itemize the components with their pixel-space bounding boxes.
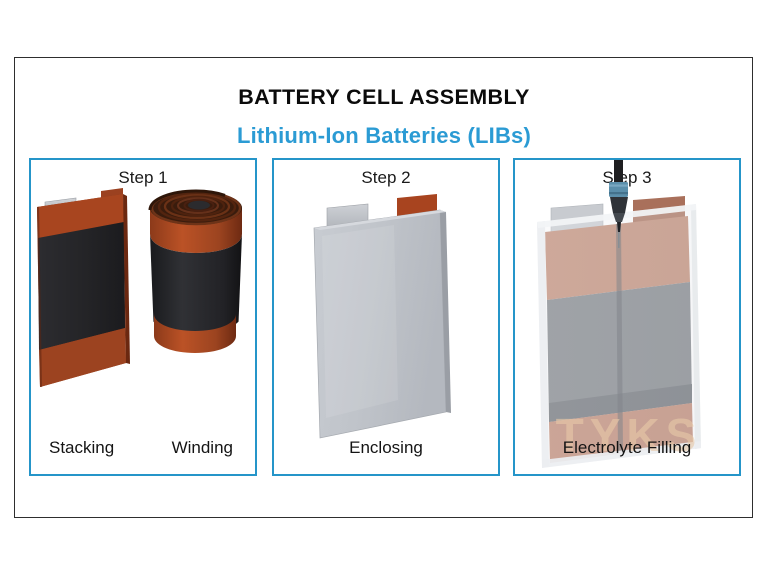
transparent-cell-graphic: [537, 196, 701, 468]
panel-step-1[interactable]: Step 1: [29, 158, 257, 476]
watermark: TYKS: [555, 409, 703, 461]
step-1-artwork: [31, 160, 255, 474]
panel-step-3[interactable]: Step 3: [513, 158, 741, 476]
panel-step-2[interactable]: Step 2: [272, 158, 500, 476]
caption-winding: Winding: [171, 438, 233, 457]
page-subtitle: Lithium-Ion Batteries (LIBs): [236, 123, 532, 148]
caption-electrolyte-filling: Electrolyte Filling: [562, 438, 692, 457]
caption-stacking: Stacking: [49, 438, 115, 457]
injection-nozzle-graphic: [609, 160, 628, 248]
step-2-artwork: [274, 160, 498, 474]
page-title: BATTERY CELL ASSEMBLY: [238, 85, 530, 109]
caption-enclosing: Enclosing: [349, 438, 423, 457]
wound-jellyroll-graphic: [148, 189, 242, 353]
step-3-artwork: [515, 160, 739, 474]
step-1-label: Step 1: [118, 168, 168, 187]
pouch-cell-graphic: [313, 194, 451, 439]
stacked-electrode-graphic: [37, 188, 130, 387]
step-2-label: Step 2: [361, 168, 411, 187]
